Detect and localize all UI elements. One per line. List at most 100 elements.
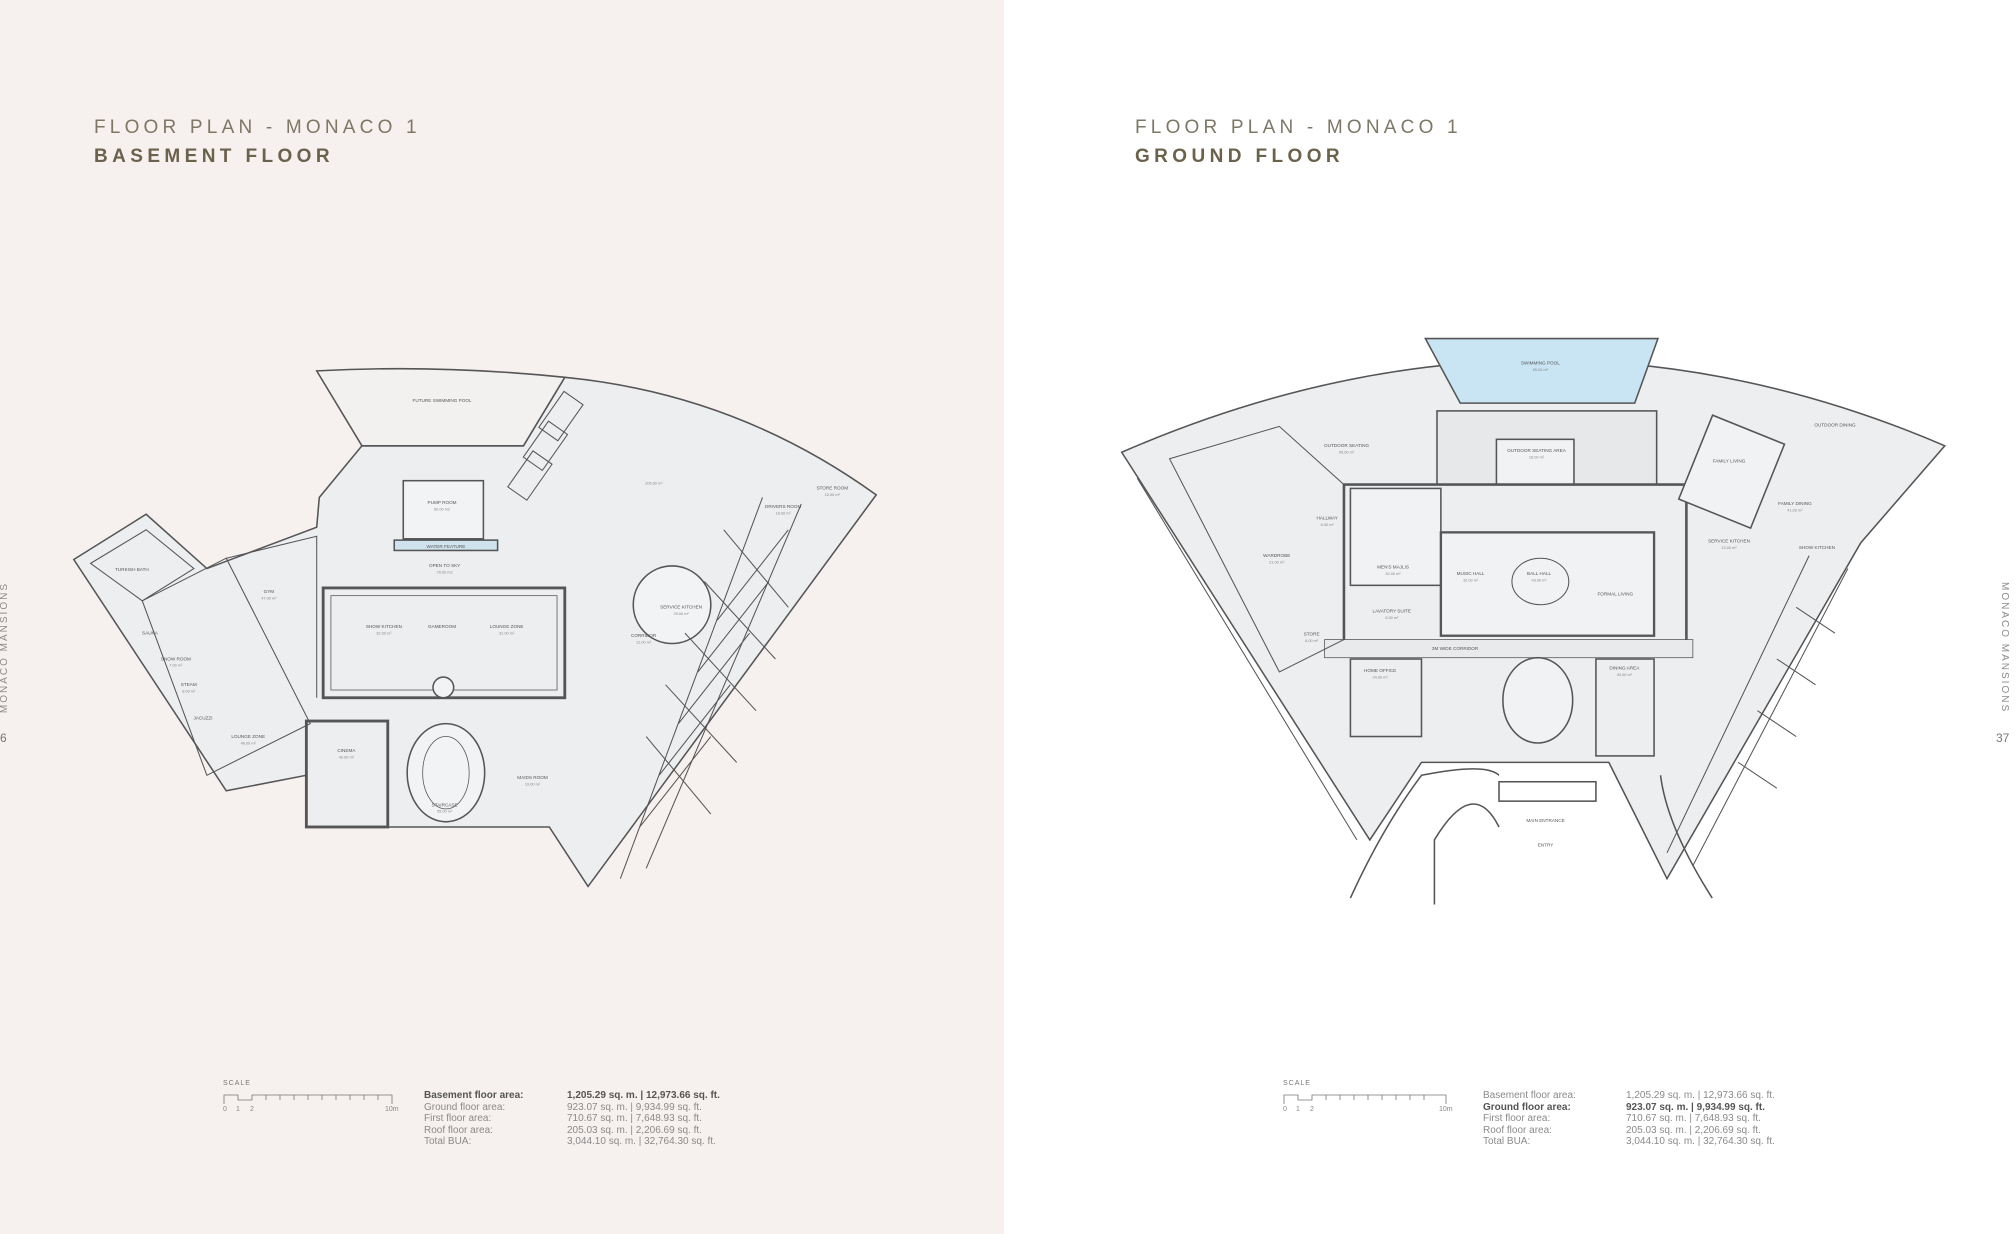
room-area: 50.00 m2 <box>434 506 450 511</box>
room-label: FUTURE SWIMMING POOL <box>413 398 472 403</box>
room-area: 24.00 m² <box>1373 674 1389 679</box>
area-label: Basement floor area: <box>1483 1090 1576 1101</box>
room-area: 95.00 m² <box>1339 450 1355 455</box>
water-feature <box>393 539 499 552</box>
scale-tick: 0 <box>1283 1106 1287 1113</box>
area-value: 923.07 sq. m. | 9,934.99 sq. ft. <box>567 1101 702 1113</box>
spa-rooms <box>89 529 318 777</box>
room-label: LAVATORY SUITE <box>1373 608 1411 613</box>
room-area: 19.00 m² <box>525 782 541 787</box>
area-label: Basement floor area: <box>424 1090 524 1101</box>
area-row: Total BUA: 3,044.10 sq. m. | 32,764.30 sq… <box>424 1136 720 1148</box>
series-title: FLOOR PLAN - MONACO 1 <box>1135 117 1462 138</box>
room-area: 9.00 m² <box>1385 615 1399 620</box>
area-row: Basement floor area: 1,205.29 sq. m. | 12… <box>1483 1090 1775 1102</box>
area-value: 3,044.10 sq. m. | 32,764.30 sq. ft. <box>567 1136 716 1148</box>
room-label: 3M WIDE CORRIDOR <box>1432 646 1479 651</box>
garage-cars <box>507 390 584 501</box>
floor-title: BASEMENT FLOOR <box>94 146 334 167</box>
scale-tick: 10m <box>385 1106 399 1113</box>
room-label: FAMILY LIVING <box>1713 459 1746 464</box>
room-area: 46.00 m² <box>241 740 257 745</box>
room-label: STORE <box>1304 632 1320 637</box>
room-label: MUSIC HALL <box>1457 571 1485 576</box>
room-area: 47.00 m² <box>261 596 277 601</box>
scale-label: SCALE <box>1283 1080 1311 1087</box>
area-label: Total BUA: <box>424 1136 472 1148</box>
room-area: 65.00 m² <box>1533 367 1549 372</box>
area-value: 1,205.29 sq. m. | 12,973.66 sq. ft. <box>567 1090 720 1101</box>
area-label: Ground floor area: <box>1483 1101 1571 1113</box>
room-area: 34.00 m² <box>1617 672 1633 677</box>
swimming-pool <box>1424 337 1660 404</box>
pump-room <box>402 479 485 540</box>
outdoor-seating-area <box>1495 438 1575 486</box>
room-label: TURKISH BATH <box>115 567 149 572</box>
room-label: OUTDOOR SEATING AREA <box>1507 448 1567 453</box>
room-label: FORMAL LIVING <box>1597 592 1633 597</box>
room-label: GYM <box>264 589 275 594</box>
area-table: Basement floor area: 1,205.29 sq. m. | 12… <box>424 1090 720 1148</box>
staircase <box>406 722 486 823</box>
room-label: ENTRY <box>1538 842 1554 847</box>
area-row: First floor area:710.67 sq. m. | 7,648.9… <box>424 1113 720 1125</box>
room-label: GAMEROOM <box>428 624 456 629</box>
room-label: HALLWAY <box>1316 515 1337 520</box>
room-label: WARDROBE <box>1263 553 1290 558</box>
room-label: MAIN ENTRANCE <box>1526 818 1564 823</box>
basement-room-labels: FUTURE SWIMMING POOL PUMP ROOM 50.00 m2 … <box>115 398 848 814</box>
room-area: 18.00 m² <box>1529 455 1545 460</box>
room-label: PUMP ROOM <box>428 500 457 505</box>
room-area: 32.00 m² <box>376 630 392 635</box>
side-label: MONACO MANSIONS <box>1999 582 2010 714</box>
room-label: STAIRCASE <box>432 802 458 807</box>
room-label: STORE ROOM <box>816 486 848 491</box>
room-area: 16.00 m² <box>776 510 792 515</box>
area-label: Ground floor area: <box>424 1101 506 1113</box>
corridor <box>1324 639 1694 659</box>
room-area: 205.00 m² <box>645 481 663 486</box>
room-label: OUTDOOR DINING <box>1814 422 1856 427</box>
scale-tick: 2 <box>1310 1106 1314 1113</box>
room-area: 55.00 m² <box>437 809 453 814</box>
room-label: STEAM <box>181 682 197 687</box>
room-label: WATER FEATURE <box>426 544 465 549</box>
ramp <box>619 497 802 879</box>
basement-floor-plan <box>72 367 878 888</box>
room-area: 8.00 m² <box>182 689 196 694</box>
scale-tick: 2 <box>250 1106 254 1113</box>
room-area: 12.00 m² <box>636 639 652 644</box>
family-living <box>1677 414 1786 530</box>
area-value: 1,205.29 sq. m. | 12,973.66 sq. ft. <box>1626 1090 1775 1101</box>
room-area: 40.00 m² <box>339 754 355 759</box>
room-label: LOUNGE ZONE <box>231 734 265 739</box>
area-value: 205.03 sq. m. | 2,206.69 sq. ft. <box>1626 1124 1761 1136</box>
area-value: 205.03 sq. m. | 2,206.69 sq. ft. <box>567 1124 702 1136</box>
room-label: SERVICE KITCHEN <box>660 605 702 610</box>
future-pool <box>315 367 567 447</box>
room-label: JACUZZI <box>193 716 212 721</box>
scale-label: SCALE <box>223 1080 251 1087</box>
service-kitchen-rotunda <box>632 565 712 645</box>
left-wing-rooms <box>1136 425 1358 841</box>
area-row: Ground floor area: 923.07 sq. m. | 9,934.… <box>424 1102 720 1114</box>
room-area: 6.00 m² <box>1305 638 1319 643</box>
room-label: MEN'S MAJLIS <box>1377 565 1409 570</box>
room-area: 13.00 m² <box>1721 545 1737 550</box>
room-label: BALL HALL <box>1527 571 1551 576</box>
room-label: LOUNGE ZONE <box>490 624 524 629</box>
area-label: First floor area: <box>424 1113 492 1125</box>
page-number: 6 <box>0 731 7 745</box>
area-row: Roof floor area: 205.03 sq. m. | 2,206.69… <box>424 1125 720 1137</box>
room-area: 29.00 m² <box>673 611 689 616</box>
page-number: 37 <box>1996 731 2010 745</box>
room-label: SHOW KITCHEN <box>366 624 402 629</box>
area-label: Roof floor area: <box>424 1124 493 1136</box>
room-label: SWIMMING POOL <box>1521 360 1560 365</box>
area-row: Total BUA:3,044.10 sq. m. | 32,764.30 sq… <box>1483 1136 1775 1148</box>
room-label: SERVICE KITCHEN <box>1708 539 1750 544</box>
area-row: Ground floor area:923.07 sq. m. | 9,934.… <box>1483 1102 1775 1114</box>
main-entrance-block <box>1498 780 1597 802</box>
area-label: Roof floor area: <box>1483 1124 1552 1136</box>
floor-title: GROUND FLOOR <box>1135 146 1345 167</box>
